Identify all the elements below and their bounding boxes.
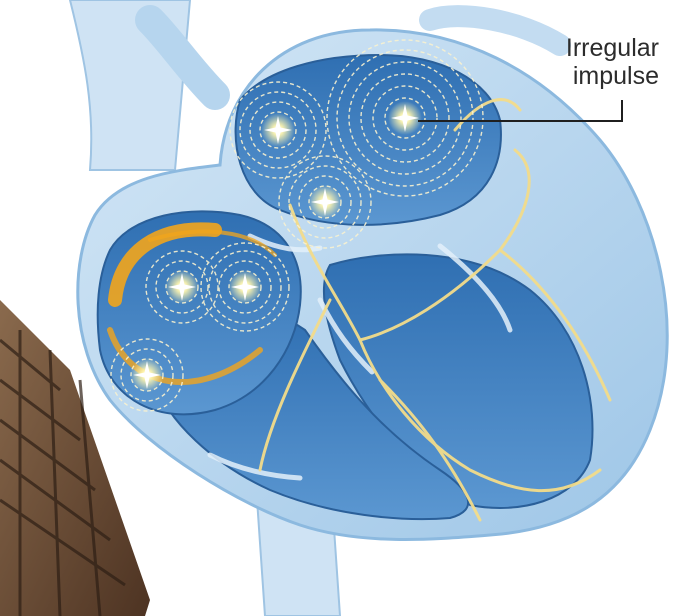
label-line-1: Irregular [566,34,659,62]
sparkle-icon [261,113,295,147]
sparkle-icon [388,101,422,135]
sparkle-icon [165,270,199,304]
irregular-impulse-label: Irregular impulse [566,34,659,90]
sparkle-icon [308,185,342,219]
sparkle-icon [130,358,164,392]
sparkle-icon [228,270,262,304]
label-line-2: impulse [566,62,659,90]
